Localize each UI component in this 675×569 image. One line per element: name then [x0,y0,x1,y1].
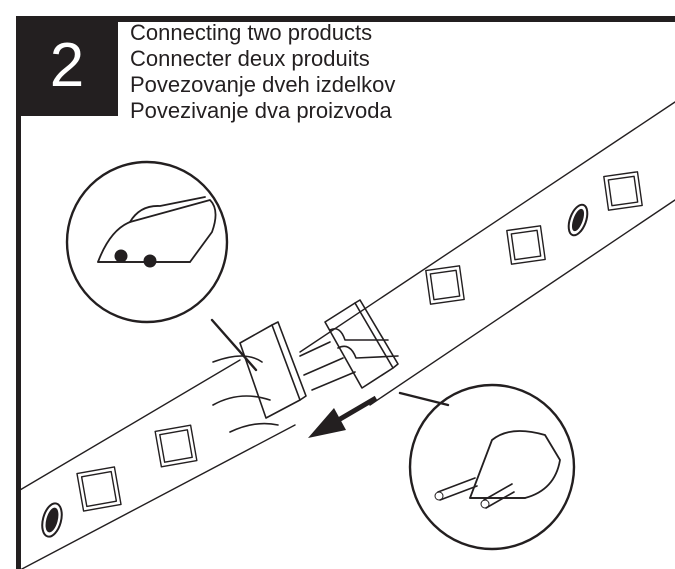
title-french: Connecter deux produits [130,46,370,71]
step-title-list: Connecting two products Connecter deux p… [130,20,395,124]
title-slovenian: Povezovanje dveh izdelkov [130,72,396,97]
led-strip-upper-icon [299,101,675,406]
step-number: 2 [49,31,85,100]
title-croatian: Povezivanje dva proizvoda [130,98,392,123]
title-english: Connecting two products [130,20,373,45]
left-border [16,16,21,569]
connector-plug-icon [299,299,399,391]
top-border [16,16,675,22]
arrow-icon [308,395,378,438]
connector-socket-icon [212,321,307,433]
socket-detail-callout [65,160,258,372]
led-strip-lower-icon [19,359,296,569]
step-number-badge: 2 [16,16,118,116]
plug-detail-callout [398,383,576,551]
